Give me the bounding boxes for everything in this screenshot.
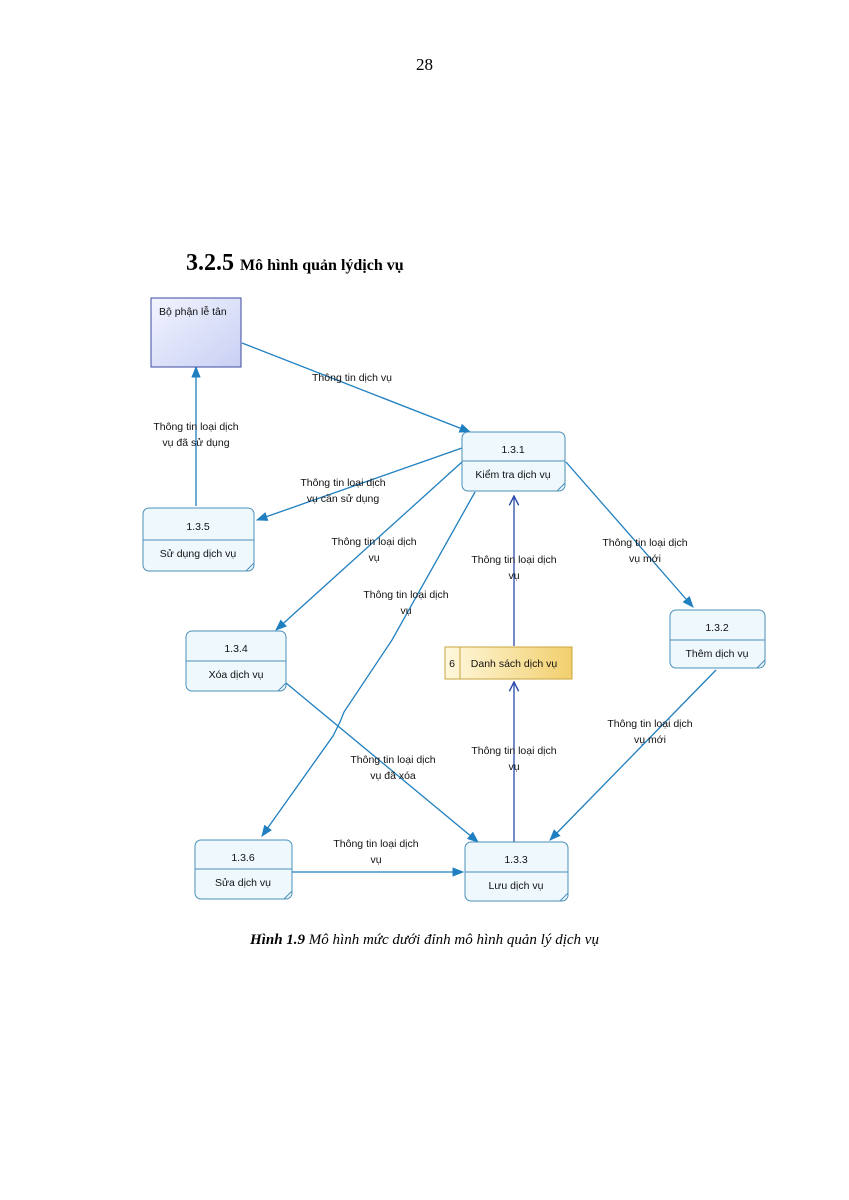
flow-1.3.3-to-store: Thông tin loại dịch vụ: [471, 682, 557, 842]
figure-number: Hình 1.9: [250, 932, 306, 948]
svg-text:Thông tin loại dịch: Thông tin loại dịch: [471, 554, 556, 566]
flow-1.3.1-to-1.3.5: Thông tin loại dịch vụ cần sử dụng: [255, 447, 463, 521]
process-1.3.3: 1.3.3 Lưu dịch vụ: [464, 841, 569, 902]
svg-text:vụ đã sử dụng: vụ đã sử dụng: [162, 437, 229, 449]
flow-1.3.4-to-1.3.3: Thông tin loại dịch vụ đã xóa: [285, 682, 479, 843]
svg-text:vụ: vụ: [400, 605, 411, 617]
svg-text:1.3.2: 1.3.2: [705, 622, 729, 634]
process-1.3.4: 1.3.4 Xóa dịch vụ: [185, 630, 287, 692]
svg-text:Lưu dịch vụ: Lưu dịch vụ: [489, 880, 544, 892]
section-heading: 3.2.5 Mô hình quản lýdịch vụ: [186, 250, 404, 277]
svg-text:1.3.1: 1.3.1: [501, 444, 525, 456]
svg-text:Thêm dịch vụ: Thêm dịch vụ: [685, 648, 748, 660]
svg-text:vụ: vụ: [508, 761, 519, 773]
figure-caption: Hình 1.9 Mô hình mức dưới đỉnh mô hình q…: [0, 932, 849, 949]
svg-text:Thông tin loại dịch: Thông tin loại dịch: [331, 536, 416, 548]
section-title: Mô hình quản lýdịch vụ: [240, 257, 404, 274]
svg-text:Danh sách dịch vụ: Danh sách dịch vụ: [471, 658, 558, 670]
svg-text:Bộ phận lễ tân: Bộ phận lễ tân: [159, 305, 227, 318]
process-1.3.2: 1.3.2 Thêm dịch vụ: [669, 609, 766, 669]
process-1.3.6: 1.3.6 Sửa dịch vụ: [194, 839, 293, 900]
process-1.3.1: 1.3.1 Kiểm tra dịch vụ: [461, 431, 566, 492]
svg-text:Thông tin loại dịch: Thông tin loại dịch: [363, 589, 448, 601]
svg-text:Thông tin loại dịch: Thông tin loại dịch: [333, 838, 418, 850]
svg-text:vụ cần sử dụng: vụ cần sử dụng: [307, 493, 380, 505]
flow-1.3.2-to-1.3.3: Thông tin loại dịch vụ mới: [549, 669, 717, 841]
svg-text:vụ mới: vụ mới: [629, 553, 661, 565]
svg-text:vụ mới: vụ mới: [634, 734, 666, 746]
page-number: 28: [416, 55, 433, 74]
svg-text:Thông tin loại dịch: Thông tin loại dịch: [300, 477, 385, 489]
flow-1.3.1-to-1.3.6: Thông tin loại dịch vụ: [261, 491, 476, 837]
svg-text:Thông tin dịch vụ: Thông tin dịch vụ: [312, 372, 392, 384]
flow-1.3.1-to-1.3.2: Thông tin loại dịch vụ mới: [565, 461, 694, 608]
svg-text:Xóa dịch vụ: Xóa dịch vụ: [209, 669, 264, 681]
svg-text:1.3.5: 1.3.5: [186, 521, 210, 533]
svg-text:Thông tin loại dịch: Thông tin loại dịch: [350, 754, 435, 766]
svg-text:Kiểm tra dịch vụ: Kiểm tra dịch vụ: [475, 469, 550, 481]
svg-text:vụ: vụ: [370, 854, 381, 866]
flow-1.3.6-to-1.3.3: Thông tin loại dịch vụ: [292, 838, 465, 877]
flow-store-to-1.3.1: Thông tin loại dịch vụ: [471, 496, 557, 646]
flow-1.3.5-to-entity: Thông tin loại dịch vụ đã sử dụng: [153, 365, 239, 506]
external-entity-reception: Bộ phận lễ tân: [150, 297, 242, 368]
data-store-service-list: 6 Danh sách dịch vụ: [444, 646, 573, 680]
svg-text:vụ đã xóa: vụ đã xóa: [370, 770, 416, 782]
svg-text:vụ: vụ: [508, 570, 519, 582]
flow-entity-to-1.3.1: Thông tin dịch vụ: [241, 342, 472, 433]
svg-text:Sử dụng dịch vụ: Sử dụng dịch vụ: [160, 548, 237, 560]
svg-text:vụ: vụ: [368, 552, 379, 564]
svg-text:6: 6: [449, 658, 455, 670]
svg-text:Thông tin loại dịch: Thông tin loại dịch: [602, 537, 687, 549]
svg-text:Sửa dịch vụ: Sửa dịch vụ: [215, 877, 271, 889]
svg-text:1.3.3: 1.3.3: [504, 854, 528, 866]
flow-1.3.1-to-1.3.4: Thông tin loại dịch vụ: [275, 461, 463, 631]
process-1.3.5: 1.3.5 Sử dụng dịch vụ: [142, 507, 255, 572]
svg-text:1.3.4: 1.3.4: [224, 643, 248, 655]
svg-text:Thông tin loại dịch: Thông tin loại dịch: [471, 745, 556, 757]
svg-text:Thông tin loại dịch: Thông tin loại dịch: [153, 421, 238, 433]
svg-text:Thông tin loại dịch: Thông tin loại dịch: [607, 718, 692, 730]
figure-title: Mô hình mức dưới đỉnh mô hình quản lý dị…: [305, 932, 599, 948]
svg-text:1.3.6: 1.3.6: [231, 852, 255, 864]
section-number: 3.2.5: [186, 250, 234, 276]
